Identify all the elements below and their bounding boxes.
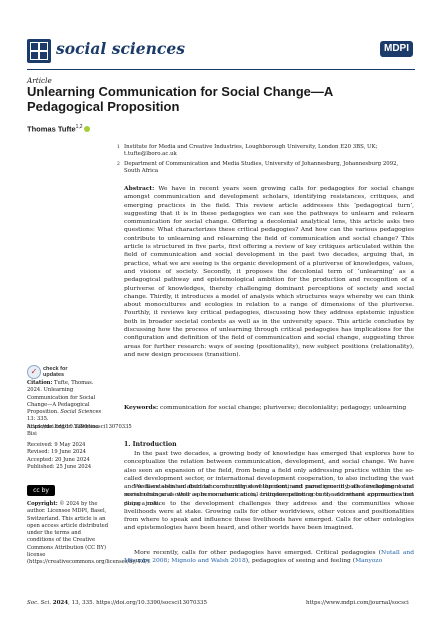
section-heading: 1. Introduction [124, 441, 177, 448]
affiliation-2: 2 Department of Communication and Media … [117, 161, 399, 174]
article-type: Article [27, 76, 52, 85]
copyright-block: Copyright: © 2024 by the author. License… [27, 501, 151, 566]
date-published: Published: 25 June 2024 [27, 464, 92, 470]
paragraph-3: More recently, calls for other pedagogie… [124, 549, 414, 565]
keywords-text: communication for social change; plurive… [158, 404, 407, 411]
date-accepted: Accepted: 20 June 2024 [27, 457, 90, 463]
cc-by-license-icon[interactable]: cc by [27, 485, 55, 496]
header-divider [27, 69, 415, 71]
check-for-updates-label[interactable]: check for updates [43, 366, 68, 378]
citation-block: Citation: Tufte, Thomas. 2024. Unlearnin… [27, 380, 132, 430]
keywords-label: Keywords: [124, 404, 159, 411]
academic-editor: Academic Editor: Valentina Bisi [27, 424, 99, 438]
author-line: Thomas Tufte1,2 [27, 124, 90, 134]
abstract: Abstract: We have in recent years seen g… [124, 185, 414, 359]
author-name[interactable]: Thomas Tufte [27, 124, 76, 134]
paragraph-2: We have seen an abundance of critique of… [124, 483, 414, 532]
citation-link[interactable]: Mignolo and Walsh 2018 [171, 557, 246, 565]
keywords: Keywords: communication for social chang… [124, 404, 414, 412]
affiliation-1: 1 Institute for Media and Creative Indus… [117, 144, 378, 157]
date-received: Received: 9 May 2024 [27, 442, 86, 448]
abstract-label: Abstract: [124, 185, 155, 192]
orcid-icon[interactable] [83, 125, 90, 132]
article-title: Unlearning Communication for Social Chan… [27, 84, 333, 114]
citation-link[interactable]: Manyozo [355, 557, 383, 565]
abstract-text: We have in recent years seen growing cal… [124, 185, 414, 358]
footer-journal-url[interactable]: https://www.mdpi.com/journal/socsci [306, 600, 409, 606]
paragraph-1: In the past two decades, a growing body … [124, 450, 414, 507]
check-for-updates-icon[interactable]: ✓ [27, 365, 41, 379]
footer-citation: Soc. Sci. 2024, 13, 335. https://doi.org… [27, 600, 208, 606]
journal-logo-icon [27, 39, 51, 63]
mdpi-logo[interactable]: MDPI [380, 41, 413, 57]
date-revised: Revised: 19 June 2024 [27, 449, 86, 455]
author-affiliation-marker: 1,2 [75, 124, 83, 130]
citation-link[interactable]: Nutall and Mbembe 2008 [124, 549, 414, 565]
journal-name: social sciences [56, 39, 185, 58]
